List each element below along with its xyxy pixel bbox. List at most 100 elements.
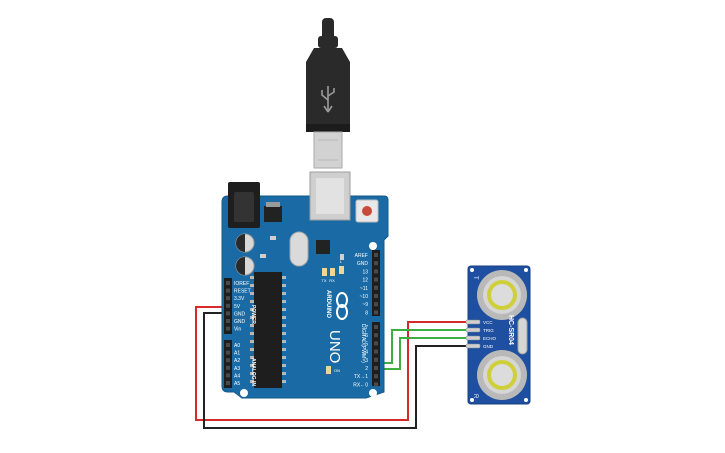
header-pin-socket[interactable]: [226, 365, 230, 370]
chip-leg: [282, 284, 286, 287]
usb-cable[interactable]: [306, 18, 350, 169]
header-pin-socket[interactable]: [226, 281, 230, 285]
pin-label-analog: A4: [234, 373, 240, 379]
usb-cable-wire: [322, 18, 334, 40]
pin-label-digital-lower: TX→1: [354, 374, 368, 380]
chip-pins: [250, 276, 286, 383]
chip-leg: [282, 292, 286, 295]
usb-connector-band: [306, 124, 350, 132]
pin-label-digital-upper: 12: [362, 278, 368, 284]
header-pin-socket[interactable]: [374, 269, 378, 274]
header-pin-socket[interactable]: [374, 325, 378, 329]
analog-section-label: ANALOG IN: [250, 358, 256, 386]
pin-label-analog: A3: [234, 366, 240, 372]
header-pin-socket[interactable]: [374, 333, 378, 338]
sensor-pin[interactable]: [465, 327, 481, 333]
header-pin-socket[interactable]: [374, 253, 378, 257]
led-tx: [322, 268, 327, 276]
usb-port-inner: [316, 178, 344, 214]
regulator-tab: [266, 202, 280, 207]
mounting-hole: [369, 389, 377, 397]
sensor-pin[interactable]: [465, 335, 481, 341]
capacitor-stripe: [236, 257, 245, 275]
chip-leg: [250, 292, 254, 295]
pin-label-analog: A2: [234, 358, 240, 364]
chip-leg: [250, 308, 254, 311]
chip-leg: [250, 276, 254, 279]
chip-leg: [250, 364, 254, 367]
chip-leg: [250, 316, 254, 319]
usb-strain-relief: [318, 36, 338, 48]
pin-label-digital-upper: AREF: [355, 253, 368, 259]
header-pin-socket[interactable]: [374, 382, 378, 387]
led-rx: [330, 268, 335, 276]
pin-label-digital-upper: GND: [357, 261, 369, 267]
header-pin-socket[interactable]: [226, 373, 230, 378]
digital-header-upper: [372, 250, 380, 316]
sensor-pin-label: VCC: [483, 320, 493, 325]
arduino-logo-icon: [336, 292, 348, 320]
chip-leg: [282, 380, 286, 383]
led-label-on: ON: [334, 368, 340, 373]
model-label: UNO: [326, 330, 343, 363]
wire-pin2-to-echo[interactable]: [373, 337, 466, 370]
pin-label-digital-upper: ~10: [360, 294, 369, 300]
wire-gnd-to-gnd[interactable]: [203, 312, 466, 429]
brand-label: ARDUINO: [325, 290, 331, 318]
header-pin-socket[interactable]: [374, 294, 378, 298]
mounting-hole: [240, 389, 248, 397]
chip-leg: [282, 316, 286, 319]
header-pin-socket[interactable]: [226, 311, 230, 316]
pin-label-power: GND: [234, 319, 246, 325]
header-pin-socket[interactable]: [374, 302, 378, 307]
digital-section-label: DIGITAL (PWM~): [360, 324, 366, 363]
reset-button-cap[interactable]: [362, 206, 372, 216]
pin-label-power: IOREF: [234, 281, 249, 287]
pin-label-digital-lower: 2: [365, 366, 368, 372]
led-label-l: L: [340, 259, 343, 264]
header-pin-socket[interactable]: [226, 381, 230, 385]
sensor-model-label: HC-SR04: [507, 315, 514, 345]
header-pin-socket[interactable]: [374, 349, 378, 354]
pin-label-power: RESET: [234, 289, 251, 295]
smd-part: [340, 254, 344, 260]
sensor-pin[interactable]: [465, 319, 481, 325]
header-pin-socket[interactable]: [374, 374, 378, 379]
receiver-label: R: [472, 394, 478, 399]
header-pin-socket[interactable]: [226, 343, 230, 347]
pin-label-digital-lower: RX←0: [353, 382, 368, 388]
chip-leg: [250, 332, 254, 335]
transmitter-label: T: [472, 276, 478, 280]
header-pin-socket[interactable]: [226, 350, 230, 355]
header-pin-socket[interactable]: [226, 358, 230, 363]
pin-label-digital-upper: 13: [362, 269, 368, 275]
pin-label-analog: A5: [234, 381, 240, 387]
digital-header-lower: [372, 322, 380, 386]
header-pin-socket[interactable]: [374, 261, 378, 266]
header-pin-socket[interactable]: [374, 277, 378, 282]
header-pin-socket[interactable]: [226, 296, 230, 301]
sensor-pin-label: ECHO: [483, 336, 497, 341]
arduino-uno-board[interactable]: L TX RX ON ARDUINO UNO DIGITAL (PWM~) PO…: [221, 171, 389, 399]
sensor-crystal: [517, 317, 528, 355]
pin-label-power: Vin: [234, 327, 241, 333]
smd-part: [270, 236, 276, 240]
header-pin-socket[interactable]: [226, 303, 230, 308]
header-pin-socket[interactable]: [374, 310, 378, 315]
header-pin-socket[interactable]: [374, 357, 378, 362]
header-pin-socket[interactable]: [374, 341, 378, 346]
pin-label-analog: A0: [234, 343, 240, 349]
chip-leg: [282, 364, 286, 367]
header-pin-socket[interactable]: [226, 288, 230, 293]
pin-label-analog: A1: [234, 351, 240, 357]
usb-symbol-icon: [321, 86, 335, 113]
header-pin-socket[interactable]: [226, 319, 230, 323]
header-pin-socket[interactable]: [374, 366, 378, 370]
sensor-pin[interactable]: [465, 343, 481, 349]
header-pin-socket[interactable]: [374, 285, 378, 290]
led-label-tx: TX: [321, 278, 326, 283]
wire-5v-to-vcc[interactable]: [195, 306, 466, 421]
header-pin-socket[interactable]: [226, 326, 230, 331]
